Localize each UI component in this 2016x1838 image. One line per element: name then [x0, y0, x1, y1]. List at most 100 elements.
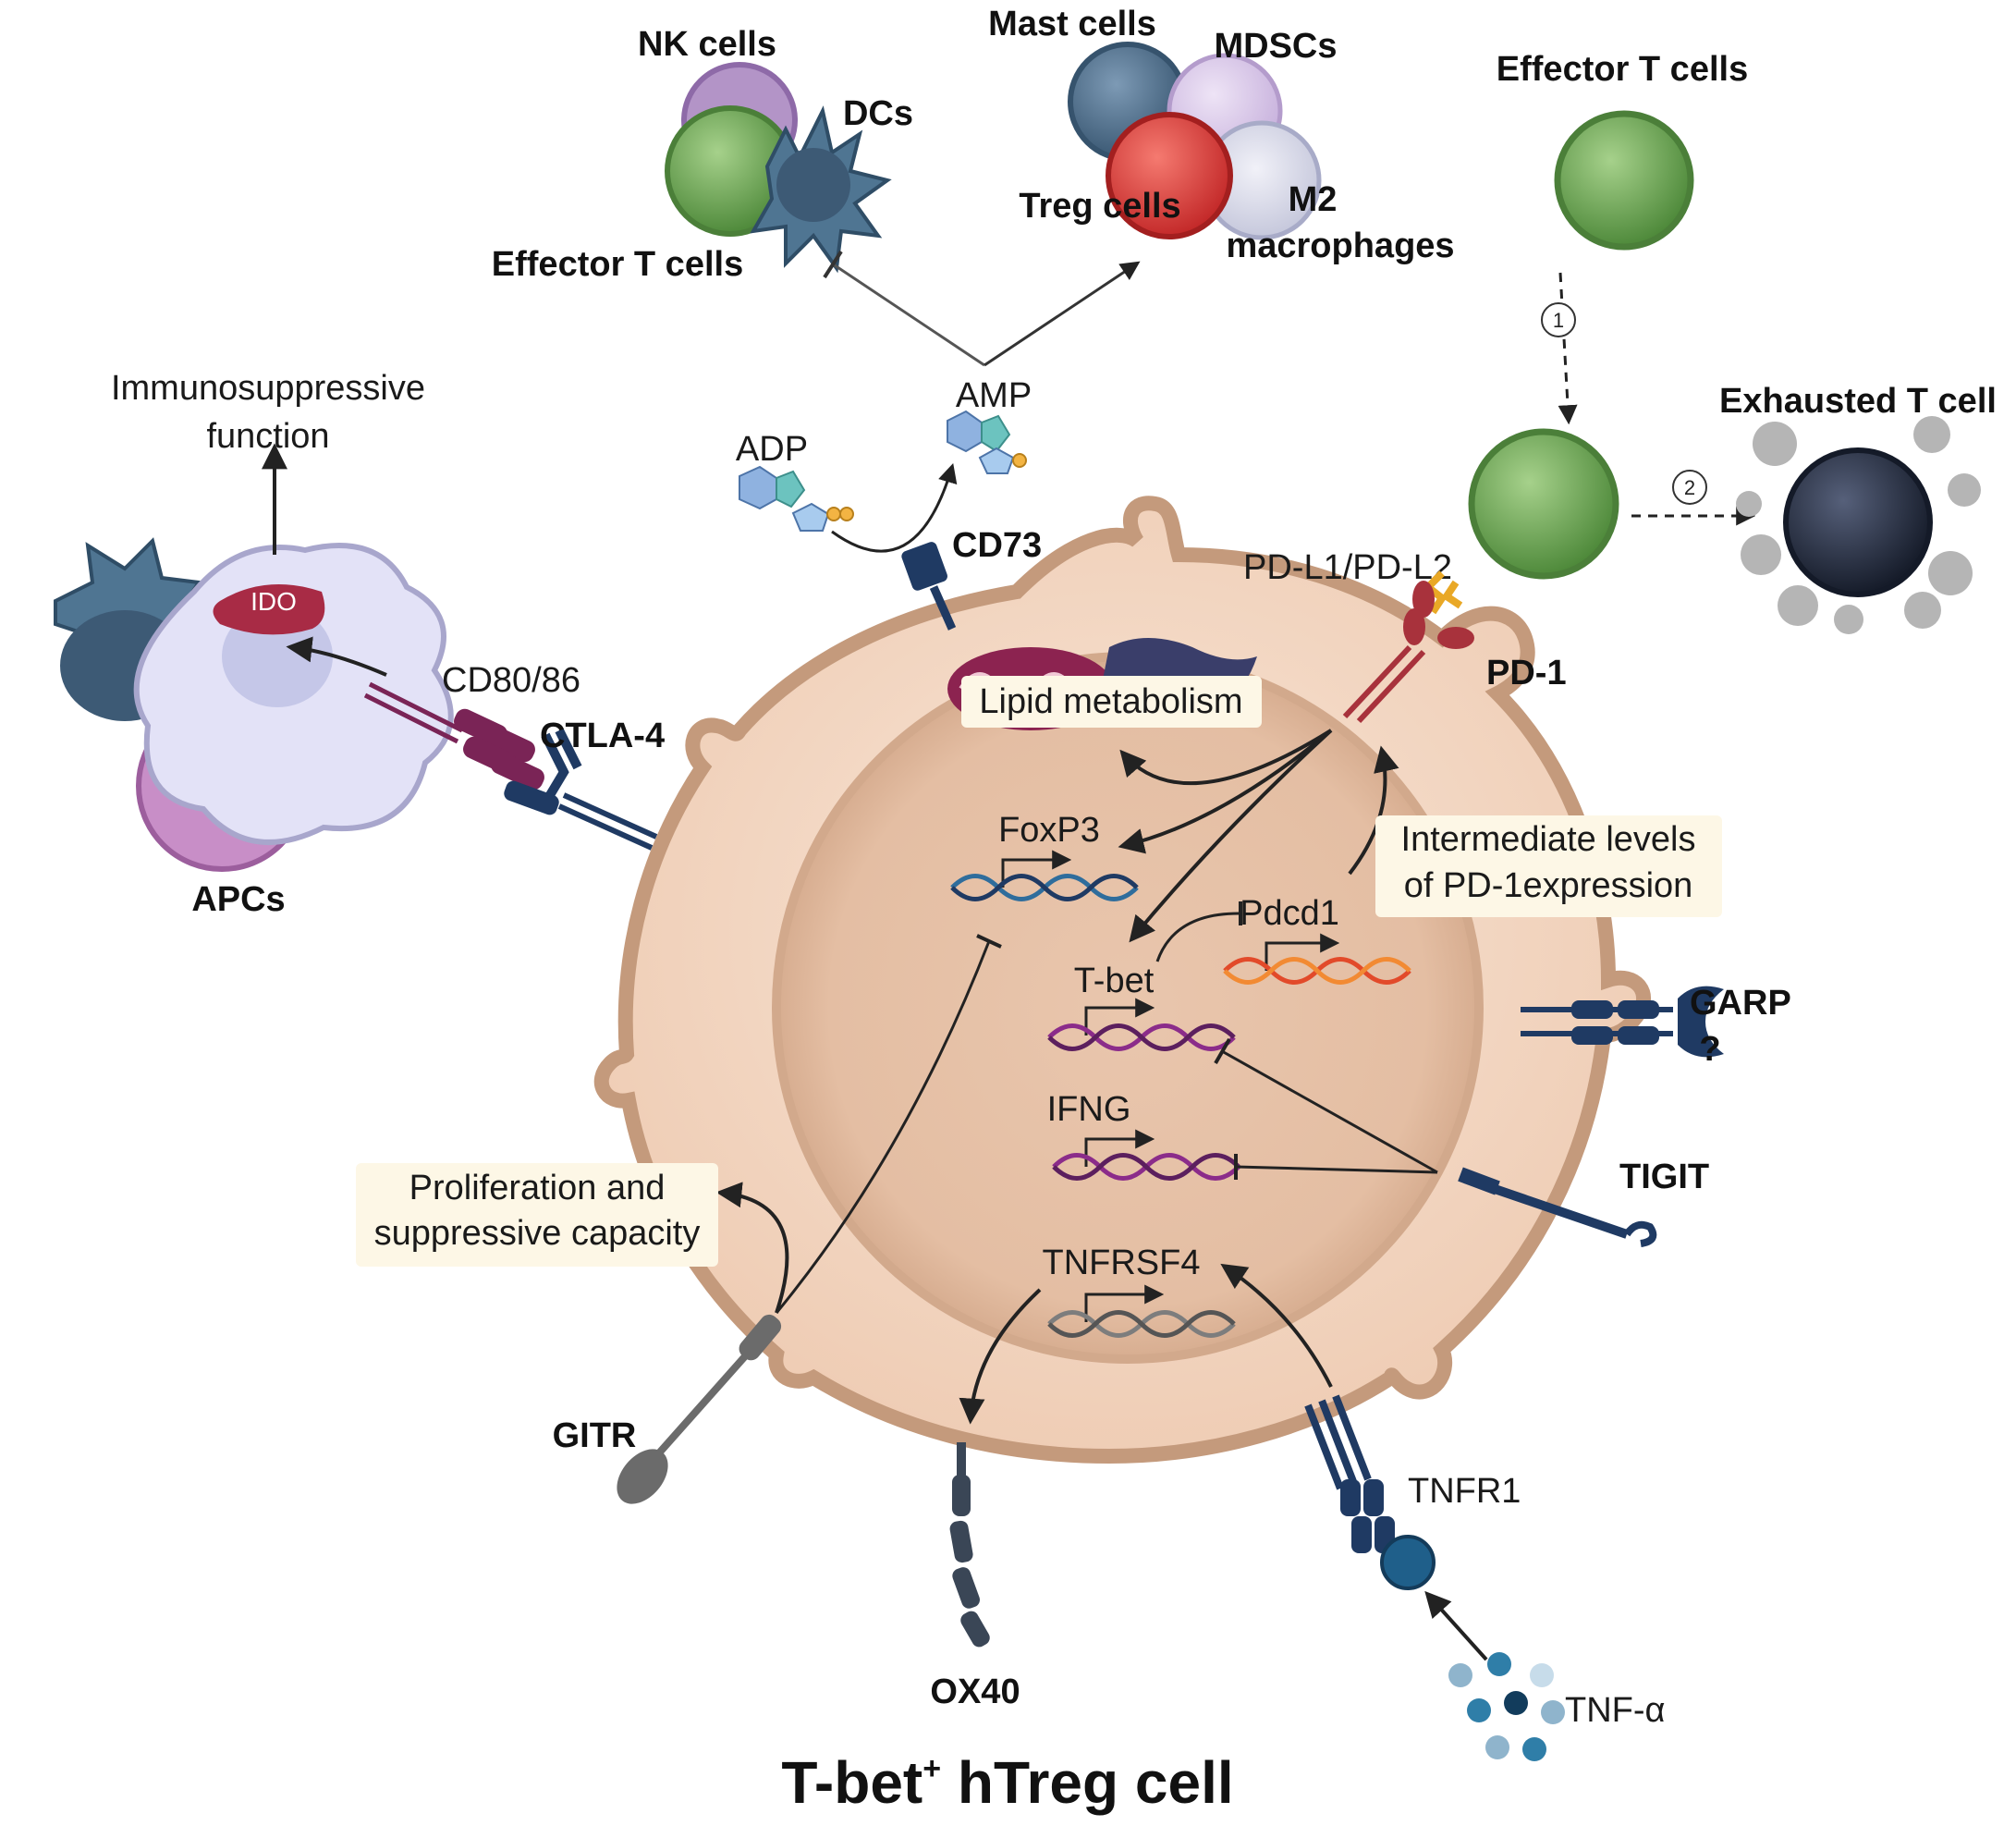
treg-cell-icon: [1106, 112, 1233, 239]
apc-cluster: [54, 537, 454, 872]
tnfrsf4-to-ox40-arrow: [959, 1288, 1042, 1425]
tnfr1-to-tnfrsf4-arrow: [1220, 1263, 1333, 1388]
tigit-label: TIGIT: [1619, 1158, 1709, 1196]
title-rest: hTreg cell: [941, 1749, 1234, 1816]
effector-cell-right-icon: [1554, 110, 1694, 251]
effector-right-label: Effector T cells: [1497, 50, 1748, 89]
pd1-to-lipid-arrow: [1119, 729, 1333, 786]
amp-activate-arrow: [984, 261, 1141, 367]
cd80-label: CD80/86: [442, 661, 580, 700]
pdcd1-dna-icon: [1223, 957, 1411, 985]
tnfrsf4-dna-icon: [1047, 1310, 1236, 1338]
title-sup: +: [922, 1751, 941, 1786]
top-middle-cluster: [1068, 42, 1322, 240]
step2-label: 2: [1684, 476, 1695, 499]
title-main: T-bet: [781, 1749, 922, 1816]
cd73-label: CD73: [952, 526, 1042, 565]
ox40-receptor-icon: [949, 1442, 990, 1648]
pdcd1-promoter: [1265, 933, 1340, 971]
immuno-label-2: function: [206, 417, 329, 456]
foxp3-dna-icon: [950, 874, 1139, 901]
amp-molecule-icon: [947, 410, 1027, 474]
lipid-label: Lipid metabolism: [979, 682, 1242, 721]
prolif-line2: suppressive capacity: [374, 1214, 701, 1253]
intermediate-line2: of PD-1expression: [1404, 866, 1693, 905]
effector-cell-engaged-icon: [1468, 428, 1619, 580]
intermediate-line1: Intermediate levels: [1401, 820, 1696, 859]
inhibit-bar-foxp3: [976, 934, 1002, 949]
foxp3-promoter: [1001, 850, 1072, 888]
gitr-to-prolif-arrow: [715, 1182, 789, 1314]
diagram-title: T-bet+ hTreg cell: [781, 1749, 1233, 1816]
tnfa-label: TNF-α: [1565, 1691, 1666, 1730]
ido-icon: [213, 584, 325, 635]
gitr-label: GITR: [553, 1416, 637, 1455]
pd1-receptor-icon: [1342, 570, 1474, 724]
dcs-label: DCs: [843, 94, 913, 133]
mdscs-label: MDSCs: [1214, 27, 1337, 66]
tigit-inhibit-tbet: [1221, 1049, 1438, 1174]
exhausted-label: Exhausted T cell: [1719, 382, 1997, 421]
m2-label-line1: M2: [1289, 180, 1338, 219]
tbet-dna-icon: [1047, 1023, 1236, 1051]
tigit-receptor-icon: [1458, 1167, 1657, 1247]
tnfrsf4-promoter: [1084, 1284, 1165, 1322]
tnfrsf4-label: TNFRSF4: [1043, 1244, 1201, 1282]
garp-question: ?: [1699, 1030, 1720, 1069]
adp-to-amp-arrow: [831, 462, 958, 553]
step1-label: 1: [1553, 309, 1564, 332]
cd73-receptor-icon: [901, 542, 957, 631]
amp-label: AMP: [956, 376, 1032, 415]
prolif-box: [356, 1163, 718, 1267]
ox40-label: OX40: [930, 1673, 1020, 1711]
effector-left-label: Effector T cells: [492, 245, 743, 284]
pd1-to-foxp3-arrow: [1118, 729, 1333, 854]
tigit-inhibit-ifng: [1235, 1165, 1438, 1174]
tnfa-to-tnfr1-arrow: [1424, 1590, 1488, 1661]
tnfr1-label: TNFR1: [1408, 1472, 1521, 1511]
pd1-label: PD-1: [1486, 654, 1567, 692]
tbet-label: T-bet: [1074, 962, 1155, 1000]
pd1-to-tbet-arrow: [1129, 729, 1333, 943]
top-left-cluster: [665, 62, 892, 274]
apcs-label: APCs: [191, 880, 285, 919]
step2-badge: [1672, 470, 1707, 505]
tbet-promoter: [1084, 998, 1155, 1035]
step1-badge: [1541, 302, 1576, 337]
pdl-label: PD-L1/PD-L2: [1243, 548, 1452, 587]
pdcd1-to-pd1-arrow: [1348, 745, 1399, 876]
adp-label: ADP: [736, 430, 808, 469]
pdcd1-label: Pdcd1: [1240, 894, 1339, 933]
garp-receptor-icon: [1521, 986, 1724, 1058]
nk-cells-label: NK cells: [638, 25, 776, 64]
treg-cells-label: Treg cells: [1019, 187, 1180, 226]
cd80-to-ido-arrow: [286, 636, 387, 677]
immuno-label-1: Immunosuppressive: [111, 369, 425, 408]
adp-molecule-icon: [739, 465, 854, 532]
ido-label: IDO: [250, 587, 297, 616]
dc-nucleus: [776, 148, 850, 222]
ifng-dna-icon: [1052, 1153, 1240, 1181]
step1-arrow: [1558, 272, 1578, 425]
amp-inhibit-line: [831, 262, 985, 367]
gitr-inhibit-foxp3: [775, 940, 991, 1314]
m2-label-line2: macrophages: [1226, 227, 1454, 265]
ctla4-label: CTLA-4: [540, 717, 665, 755]
tnfa-molecules-icon: [1448, 1652, 1565, 1761]
exhausted-cell-icon: [1736, 416, 1981, 634]
tbet-inhibit-pdcd1: [1155, 912, 1240, 962]
inhibit-bar-tbet: [1214, 1038, 1231, 1064]
prolif-line1: Proliferation and: [409, 1169, 666, 1207]
tnfr1-receptor-icon: [1304, 1394, 1436, 1590]
garp-label: GARP: [1690, 984, 1791, 1023]
ifng-label: IFNG: [1047, 1090, 1131, 1129]
intermediate-box: [1375, 815, 1722, 917]
cd80-ctla4-receptor-icon: [363, 681, 658, 851]
inhibit-bar: [823, 250, 843, 279]
mast-cells-label: Mast cells: [988, 5, 1156, 43]
foxp3-label: FoxP3: [998, 811, 1100, 850]
gitr-receptor-icon: [617, 1314, 782, 1504]
lipid-box: [961, 676, 1262, 728]
